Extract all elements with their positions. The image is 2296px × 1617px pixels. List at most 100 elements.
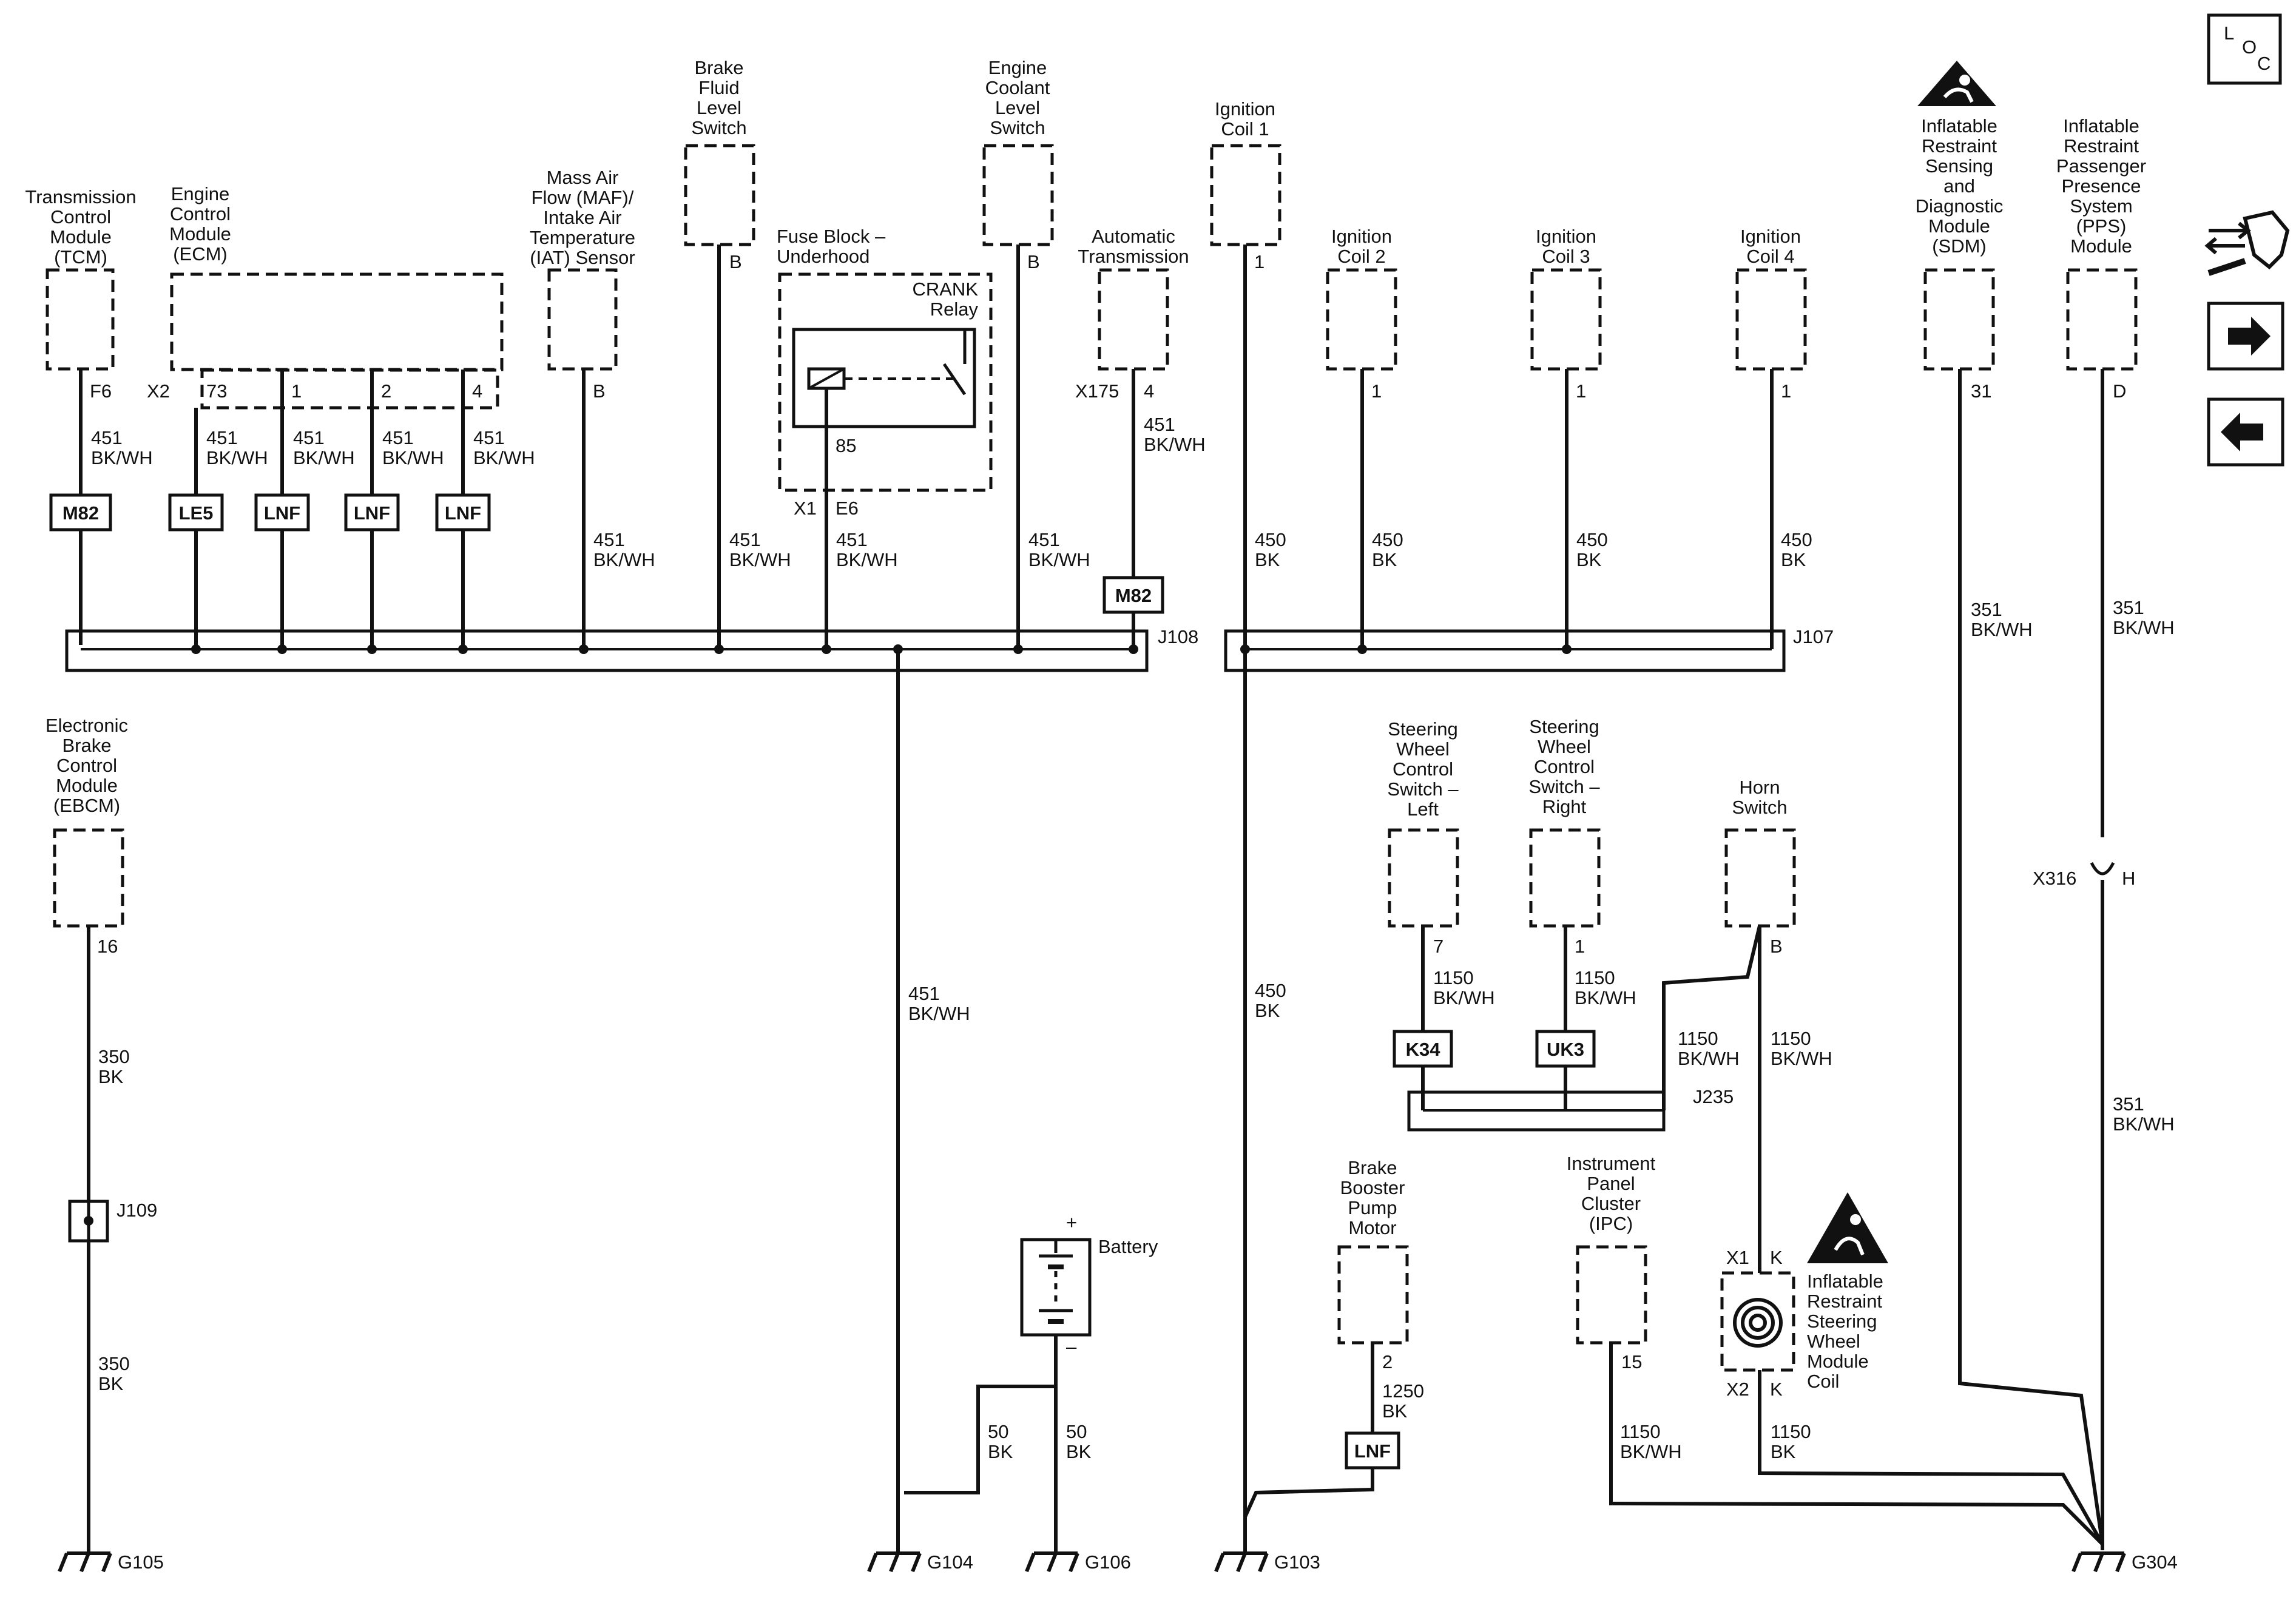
opt-lnf-1-label: LNF [264, 502, 300, 524]
pin-x316: X316 [2033, 868, 2076, 889]
ign-coil4-box [1735, 268, 1807, 371]
pin-horn: B [1770, 936, 1783, 957]
pin-pps: D [2113, 380, 2126, 402]
pin-relay-85: 85 [836, 435, 856, 456]
label-g103: G103 [1274, 1551, 1320, 1573]
pin-ipc: 15 [1621, 1351, 1642, 1372]
svg-text:C: C [2257, 53, 2271, 74]
ign-coil1-box [1210, 144, 1281, 246]
ebcm-box [53, 828, 124, 928]
ign-coil2-box [1326, 268, 1397, 371]
wire-j235-horn [1662, 925, 1761, 1110]
swc-right-box [1529, 828, 1601, 928]
pin-coolant: B [1027, 251, 1040, 272]
pin-fuse-e6: E6 [836, 498, 859, 519]
pin-coil4: 1 [1781, 380, 1791, 402]
airbag-warning-icon [1807, 1192, 1888, 1263]
pin-trans: 4 [1144, 380, 1154, 402]
pin-fuse-x1: X1 [794, 498, 817, 519]
next-page-button[interactable] [2207, 302, 2284, 371]
tcm-box [46, 268, 115, 371]
opt-le5-label: LE5 [179, 502, 214, 524]
ecm-connector-box [200, 368, 499, 410]
pin-swc-left: 7 [1433, 936, 1443, 957]
pin-ecm-2: 2 [381, 380, 391, 402]
pin-coil3: 1 [1576, 380, 1586, 402]
pin-trans-conn: X175 [1075, 380, 1119, 402]
loc-button[interactable]: L O C [2207, 13, 2282, 85]
opt-lnf-2-label: LNF [354, 502, 390, 524]
opt-lnf-2 [344, 493, 400, 532]
pin-maf: B [593, 380, 606, 402]
pin-coil-k1: K [1770, 1247, 1783, 1268]
battery-minus: – [1066, 1336, 1077, 1357]
battery-plus: + [1066, 1212, 1077, 1233]
label-j235: J235 [1693, 1086, 1734, 1107]
wire-battery-neg-loop [904, 1335, 1058, 1494]
pin-coil1: 1 [1254, 251, 1264, 272]
ground-g106 [1025, 1551, 1079, 1573]
x316-connector [2090, 862, 2115, 876]
brake-booster-box [1337, 1245, 1409, 1345]
opt-m82-trans [1102, 576, 1164, 614]
pin-ecm-4: 4 [472, 380, 482, 402]
connector-info-icon[interactable] [2204, 210, 2290, 276]
pin-x316-h: H [2122, 868, 2135, 889]
crank-relay-box [792, 328, 976, 428]
ign-coil3-box [1530, 268, 1602, 371]
airbag-coil-box [1720, 1271, 1795, 1372]
pin-swc-right: 1 [1575, 936, 1585, 957]
pin-tcm: F6 [90, 380, 112, 402]
opt-le5 [168, 493, 224, 532]
battery-symbol [1020, 1238, 1092, 1337]
j108-splice [65, 629, 1149, 672]
ground-g304 [2071, 1551, 2126, 1573]
ecm-box [170, 272, 504, 371]
pin-coil-x1: X1 [1726, 1247, 1749, 1268]
opt-lnf-3-label: LNF [445, 502, 481, 524]
label-g106: G106 [1085, 1551, 1131, 1573]
pin-coil-x2: X2 [1726, 1379, 1749, 1400]
relay-switch [942, 363, 967, 396]
pin-coil2: 1 [1371, 380, 1382, 402]
j107-splice [1224, 629, 1786, 672]
label-j109: J109 [116, 1200, 157, 1221]
pin-booster: 2 [1382, 1351, 1393, 1372]
opt-uk3-label: UK3 [1547, 1039, 1584, 1060]
prev-page-button[interactable] [2207, 397, 2284, 467]
relay-coil-diag [808, 368, 845, 390]
